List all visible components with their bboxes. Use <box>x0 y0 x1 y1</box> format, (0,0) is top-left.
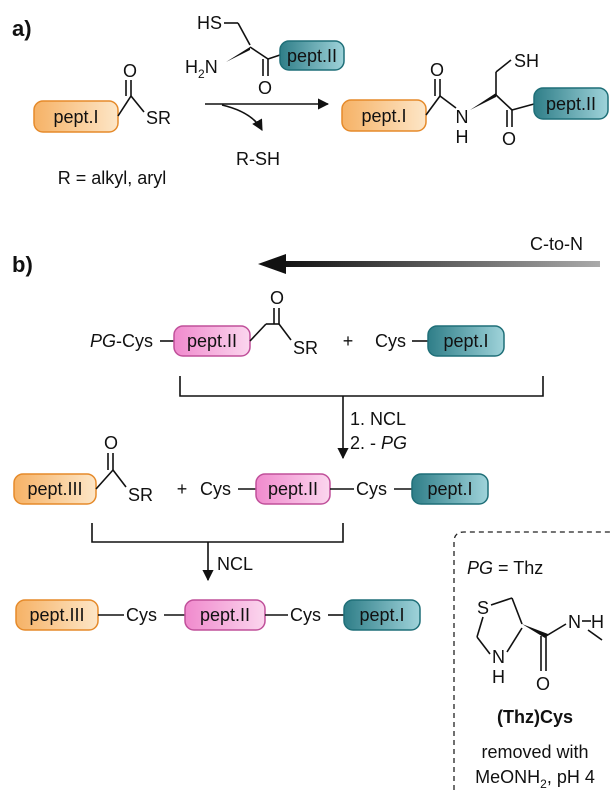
row3-pept-iii-label: pept.III <box>29 605 84 625</box>
carbonyl-oxygen: O <box>104 433 118 453</box>
row2-pept-i-block <box>411 473 489 505</box>
row3-cys-2: Cys <box>290 605 321 625</box>
cys-thiol-hs: HS <box>197 13 222 33</box>
carbonyl-oxygen: O <box>430 60 444 80</box>
bond <box>425 95 441 116</box>
row2-cys-2: Cys <box>356 479 387 499</box>
ring-nitrogen: N <box>492 647 505 667</box>
bond <box>249 46 269 60</box>
bond <box>511 597 523 625</box>
step-ncl: 1. NCL <box>350 409 406 429</box>
bond <box>490 597 513 606</box>
ring-sulfur: S <box>477 598 489 618</box>
bond <box>495 94 513 111</box>
row2-pept-i-label: pept.I <box>427 479 472 499</box>
bond <box>95 469 114 490</box>
bond <box>587 629 603 641</box>
inset-pg-label: PG = Thz <box>467 558 543 578</box>
stereo-wedge <box>470 93 496 110</box>
amide-hydrogen: H <box>591 612 604 632</box>
bond <box>117 95 132 117</box>
amide-nitrogen: N <box>568 612 581 632</box>
amide-oxygen: O <box>536 674 550 694</box>
panel-b-label: b) <box>12 252 33 277</box>
r-definition: R = alkyl, aryl <box>58 168 167 188</box>
row1-sr: SR <box>293 338 318 358</box>
pept-ii-label: pept.II <box>287 46 337 66</box>
row2-pept-ii-label: pept.II <box>268 479 318 499</box>
pept-i-label: pept.I <box>53 107 98 127</box>
row3-pept-i-label: pept.I <box>359 605 404 625</box>
pept-i-block <box>33 100 119 133</box>
row2-pept-iii-label: pept.III <box>27 479 82 499</box>
carbonyl-oxygen: O <box>270 288 284 308</box>
product-thiol-sh: SH <box>514 51 539 71</box>
row3-pept-ii-label: pept.II <box>200 605 250 625</box>
carbonyl-oxygen: O <box>123 61 137 81</box>
step-ncl-2: NCL <box>217 554 253 574</box>
product-pept-ii-block <box>533 87 609 120</box>
bond <box>511 103 535 111</box>
inset-dashed-border <box>453 531 612 790</box>
row1-pept-i-block <box>427 325 505 357</box>
bond <box>249 323 267 342</box>
direction-label: C-to-N <box>530 234 583 254</box>
pept-ii-block <box>279 40 345 71</box>
byproduct-rsh: R-SH <box>236 149 280 169</box>
row2-sr: SR <box>128 485 153 505</box>
bond <box>112 469 127 488</box>
bracket <box>91 523 344 543</box>
carbonyl-oxygen: O <box>258 78 272 98</box>
bracket <box>179 376 544 397</box>
bond <box>237 22 251 46</box>
cys-amine: H2N <box>185 57 218 81</box>
pg-cys-label: PG-Cys <box>90 331 153 351</box>
carbonyl-oxygen: O <box>502 129 516 149</box>
bond <box>506 627 523 653</box>
row1-pept-ii-label: pept.II <box>187 331 237 351</box>
thioester-sr: SR <box>146 108 171 128</box>
direction-arrow-shaft <box>282 261 600 267</box>
product-pept-i-label: pept.I <box>361 106 406 126</box>
bond <box>495 59 512 73</box>
byproduct-arrow <box>221 104 263 131</box>
row1-cys: Cys <box>375 331 406 351</box>
bond <box>267 54 281 60</box>
plus-sign: + <box>177 479 188 499</box>
stereo-wedge <box>522 624 548 638</box>
removal-note-line-2: MeONH2, pH 4 <box>475 767 595 791</box>
plus-sign: + <box>343 331 354 351</box>
ring-nh-h: H <box>492 667 505 687</box>
stereo-wedge <box>226 47 250 62</box>
bond <box>439 95 457 109</box>
direction-arrow-head <box>258 254 286 274</box>
row3-pept-i-block <box>343 599 421 631</box>
amide-h: H <box>456 127 469 147</box>
thz-cys-name: (Thz)Cys <box>497 707 573 727</box>
removal-note-line-1: removed with <box>481 742 588 762</box>
row3-cys-1: Cys <box>126 605 157 625</box>
product-pept-ii-label: pept.II <box>546 94 596 114</box>
product-pept-i-block <box>341 99 427 132</box>
bond <box>545 623 567 637</box>
bond <box>130 95 145 113</box>
row2-cys-1: Cys <box>200 479 231 499</box>
amide-n: N <box>456 107 469 127</box>
bond <box>476 636 491 655</box>
panel-a-label: a) <box>12 16 32 41</box>
step-deprotect: 2. - PG <box>350 433 407 453</box>
bond <box>278 323 292 341</box>
bond <box>476 616 484 638</box>
row1-pept-i-label: pept.I <box>443 331 488 351</box>
